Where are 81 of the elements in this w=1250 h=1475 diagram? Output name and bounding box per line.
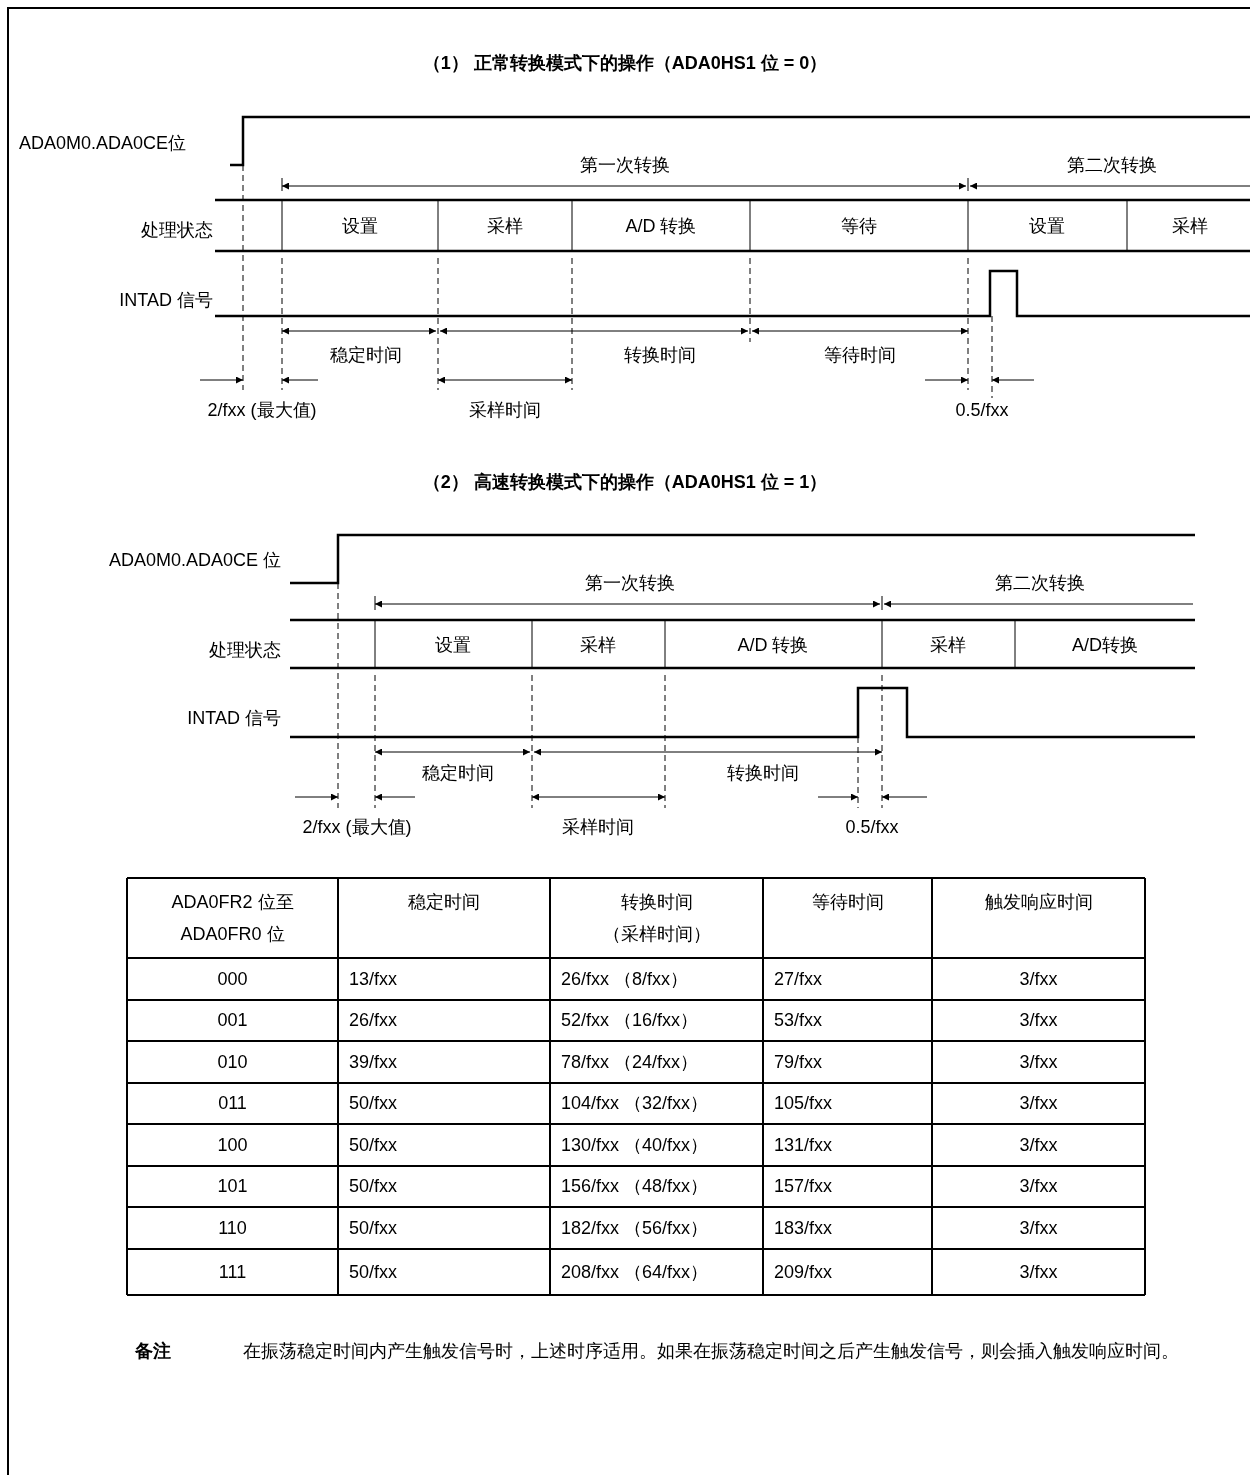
section-heading: （1） 正常转换模式下的操作（ADA0HS1 位 = 0） [422,52,828,74]
table-cell-text: 104/fxx （32/fxx） [560,1092,710,1115]
table-cell-text: 130/fxx （40/fxx） [560,1134,710,1157]
state-label: 采样 [580,634,616,656]
table-cell-text: 50/fxx [348,1134,399,1157]
table-cell-text: 78/fxx （24/fxx） [560,1051,700,1074]
table-cell-text: 50/fxx [348,1175,399,1198]
state-label: 设置 [342,215,378,237]
note-label: 备注 [135,1340,171,1362]
table-cell-text: 3/fxx [1018,1217,1059,1240]
state-label: 等待 [841,215,877,237]
table-cell-text: 3/fxx [1018,1092,1059,1115]
table-cell-text: 3/fxx [1018,1051,1059,1074]
table-header-cell-text: 等待时间 [810,891,885,914]
dimension-label: 转换时间 [727,762,799,784]
dimension-label: 采样时间 [469,399,541,421]
state-label: 采样 [1172,215,1208,237]
table-cell-text: 39/fxx [348,1051,399,1074]
table-header-cell-text: 转换时间（采样时间） [601,891,712,946]
signal-name: 处理状态 [141,219,213,241]
dimension-label: 2/fxx (最大值) [207,399,317,421]
phase-label: 第二次转换 [1067,154,1157,176]
table-header-cell-text: ADA0FR2 位至 ADA0FR0 位 [170,891,295,946]
table-cell-text: 3/fxx [1018,1175,1059,1198]
table-cell-text: 209/fxx [773,1261,834,1284]
table-cell-text: 3/fxx [1018,1009,1059,1032]
signal-name: ADA0M0.ADA0CE 位 [108,549,281,571]
table-cell-text: 3/fxx [1018,968,1059,991]
state-label: 设置 [435,634,471,656]
table-cell-text: 27/fxx [773,968,824,991]
note-text: 在振荡稳定时间内产生触发信号时，上述时序适用。如果在振荡稳定时间之后产生触发信号，则会插入触发响应时间。 [243,1340,1180,1363]
dimension-label: 转换时间 [624,344,696,366]
table-cell-text: 182/fxx （56/fxx） [560,1217,710,1240]
table-cell-text: 3/fxx [1018,1134,1059,1157]
phase-label: 第一次转换 [580,154,670,176]
table-header-cell-text: 触发响应时间 [983,891,1094,914]
section-heading: （2） 高速转换模式下的操作（ADA0HS1 位 = 1） [422,471,828,493]
table-cell-text: 52/fxx （16/fxx） [560,1009,700,1032]
dimension-label: 等待时间 [824,344,896,366]
table-cell-text: 111 [217,1261,248,1284]
table-cell-text: 100 [216,1134,249,1157]
table-cell-text: 79/fxx [773,1051,824,1074]
signal-name: INTAD 信号 [187,707,281,729]
table-cell-text: 011 [217,1092,248,1115]
dimension-label: 采样时间 [562,816,634,838]
table-cell-text: 3/fxx [1018,1261,1059,1284]
signal-name: 处理状态 [209,639,281,661]
table-cell-text: 183/fxx [773,1217,834,1240]
table-cell-text: 50/fxx [348,1217,399,1240]
phase-label: 第二次转换 [995,572,1085,594]
table-cell-text: 208/fxx （64/fxx） [560,1261,710,1284]
table-cell-text: 157/fxx [773,1175,834,1198]
state-label: 设置 [1029,215,1065,237]
state-label: 采样 [930,634,966,656]
table-cell-text: 13/fxx [348,968,399,991]
dimension-label: 2/fxx (最大值) [302,816,412,838]
dimension-label: 0.5/fxx [845,816,899,838]
table-cell-text: 131/fxx [773,1134,834,1157]
table-cell-text: 26/fxx [348,1009,399,1032]
table-cell-text: 50/fxx [348,1092,399,1115]
table-cell-text: 000 [216,968,249,991]
table-cell-text: 010 [216,1051,249,1074]
dimension-label: 稳定时间 [422,762,494,784]
table-cell-text: 001 [216,1009,249,1032]
table-header-cell-text: 稳定时间 [407,891,481,914]
table-cell-text: 156/fxx （48/fxx） [560,1175,710,1198]
signal-name: INTAD 信号 [119,289,213,311]
table-cell-text: 105/fxx [773,1092,834,1115]
table-cell-text: 53/fxx [773,1009,824,1032]
state-label: A/D转换 [1072,634,1138,656]
dimension-label: 0.5/fxx [955,399,1009,421]
phase-label: 第一次转换 [585,572,675,594]
table-cell-text: 26/fxx （8/fxx） [560,968,690,991]
signal-name: ADA0M0.ADA0CE位 [18,132,186,154]
table-cell-text: 50/fxx [348,1261,399,1284]
table-cell-text: 110 [217,1217,248,1240]
table-cell-text: 101 [216,1175,249,1198]
state-label: 采样 [487,215,523,237]
state-label: A/D 转换 [625,215,697,237]
dimension-label: 稳定时间 [330,344,402,366]
state-label: A/D 转换 [737,634,809,656]
